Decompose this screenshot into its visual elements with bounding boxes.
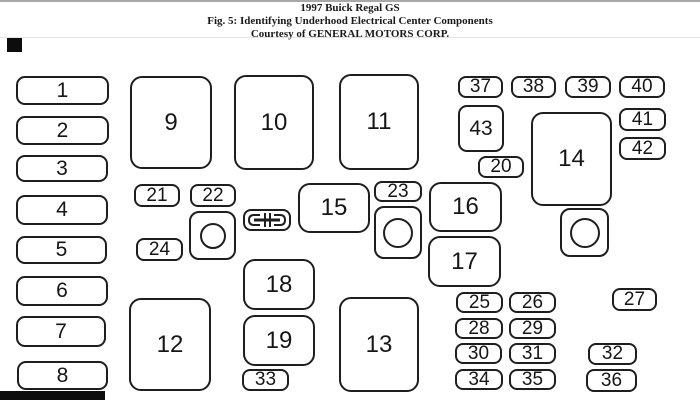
component-box-3: 3 <box>16 155 108 182</box>
component-box-42: 42 <box>619 137 666 160</box>
header-rule <box>0 37 700 38</box>
component-box-10: 10 <box>234 75 314 170</box>
component-box-38: 38 <box>511 76 556 98</box>
component-box-16: 16 <box>429 182 502 232</box>
title-vehicle: 1997 Buick Regal GS <box>300 2 400 14</box>
title-figure-caption: Fig. 5: Identifying Underhood Electrical… <box>207 15 493 27</box>
component-box-32: 32 <box>588 343 637 365</box>
component-box-33: 33 <box>242 369 289 391</box>
component-box-7: 7 <box>16 316 106 347</box>
component-box-31: 31 <box>509 343 556 364</box>
component-box-15: 15 <box>298 183 370 233</box>
component-box-20: 20 <box>478 156 524 178</box>
component-box-35: 35 <box>509 369 556 390</box>
component-box-41: 41 <box>619 108 666 131</box>
component-box-17: 17 <box>428 236 501 287</box>
component-box-23: 23 <box>374 181 422 202</box>
component-box-27: 27 <box>612 288 657 311</box>
component-box-18: 18 <box>243 259 315 310</box>
relay-module-box-1 <box>189 211 236 260</box>
relay-module-box-3 <box>560 208 609 257</box>
component-box-13: 13 <box>339 297 419 392</box>
component-box-2: 2 <box>16 116 109 145</box>
component-box-24: 24 <box>136 238 183 261</box>
component-box-34: 34 <box>455 369 503 390</box>
component-box-4: 4 <box>16 195 108 225</box>
component-box-11: 11 <box>339 74 419 170</box>
component-box-19: 19 <box>243 315 315 366</box>
component-box-30: 30 <box>455 343 502 364</box>
component-box-8: 8 <box>17 361 108 390</box>
component-box-14: 14 <box>531 112 612 206</box>
component-box-6: 6 <box>16 276 108 306</box>
component-box-12: 12 <box>129 298 211 391</box>
component-box-25: 25 <box>456 292 503 313</box>
component-box-40: 40 <box>619 76 665 98</box>
component-box-9: 9 <box>130 76 212 169</box>
component-box-37: 37 <box>458 76 503 98</box>
redaction-mark-2 <box>0 391 105 400</box>
component-box-29: 29 <box>509 318 556 339</box>
component-box-1: 1 <box>16 76 109 105</box>
page-top-divider <box>0 0 700 2</box>
relay-circle-icon <box>199 222 226 249</box>
bolt-connector-icon <box>243 209 291 231</box>
relay-module-box-2 <box>374 206 422 259</box>
component-box-5: 5 <box>16 236 107 264</box>
component-box-36: 36 <box>586 369 637 392</box>
component-box-39: 39 <box>565 76 611 98</box>
component-box-22: 22 <box>190 184 236 207</box>
redaction-mark-1 <box>7 38 22 52</box>
relay-circle-icon <box>569 217 600 248</box>
component-box-28: 28 <box>455 318 503 339</box>
relay-circle-icon <box>383 217 413 248</box>
component-box-21: 21 <box>134 184 180 207</box>
component-box-43: 43 <box>458 105 504 152</box>
component-box-26: 26 <box>509 292 556 313</box>
title-courtesy: Courtesy of GENERAL MOTORS CORP. <box>250 28 450 40</box>
